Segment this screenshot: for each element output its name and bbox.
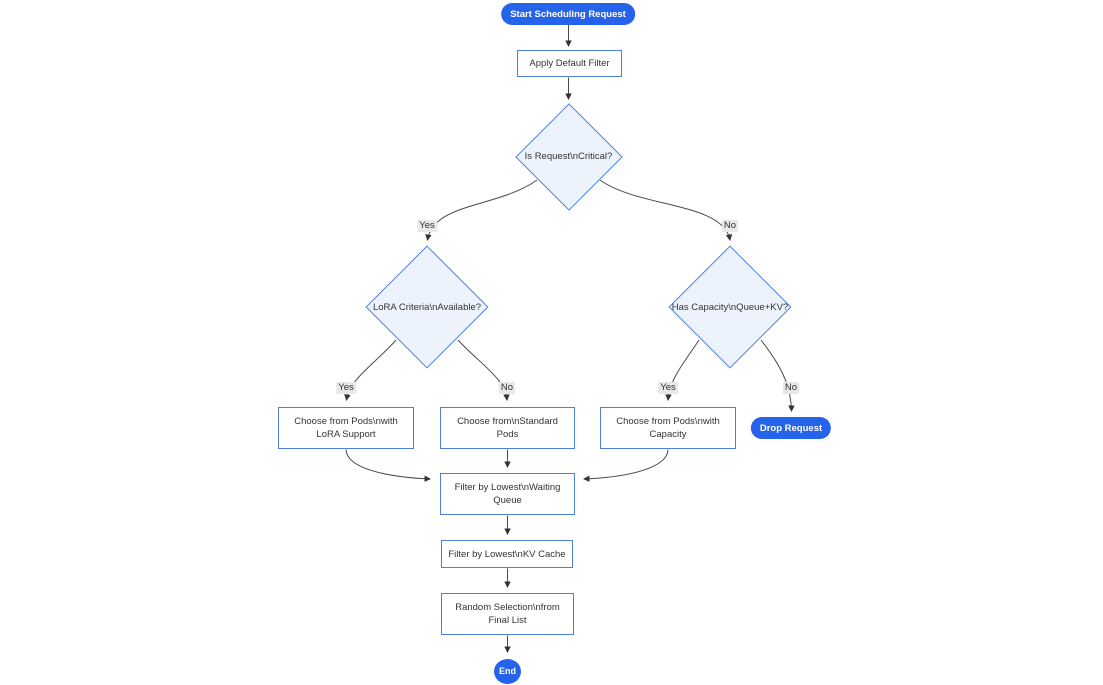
node-choose-capacity-pods: Choose from Pods\nwith Capacity (600, 407, 736, 449)
edge-capacity-yes (665, 339, 700, 401)
node-is-request-critical-label: Is Request\nCritical? (524, 151, 613, 162)
edge-capacitypods-to-waiting (583, 449, 669, 483)
node-start: Start Scheduling Request (501, 3, 635, 25)
node-lora-criteria-available: LoRA Criteria\nAvailable? (365, 245, 489, 369)
node-is-request-critical: Is Request\nCritical? (514, 102, 623, 211)
edge-label-critical-yes: Yes (417, 220, 437, 232)
edge-label-capacity-no: No (782, 382, 800, 394)
node-end: End (494, 659, 521, 684)
node-apply-default-filter: Apply Default Filter (517, 50, 622, 77)
node-has-capacity-queue-kv-label: Has Capacity\nQueue+KV? (671, 301, 789, 313)
edge-label-lora-yes: Yes (336, 382, 356, 394)
edge-label-critical-no: No (721, 220, 739, 232)
node-drop-request: Drop Request (750, 417, 832, 439)
edge-capacity-no (760, 339, 795, 412)
node-filter-waiting-queue: Filter by Lowest\nWaiting Queue (440, 473, 575, 515)
node-random-selection: Random Selection\nfrom Final List (441, 593, 574, 635)
edge-label-lora-no: No (498, 382, 516, 394)
edge-lorapods-to-waiting (345, 449, 431, 483)
edge-label-capacity-yes: Yes (658, 382, 678, 394)
node-choose-standard-pods: Choose from\nStandard Pods (440, 407, 575, 449)
node-choose-lora-pods: Choose from Pods\nwith LoRA Support (278, 407, 414, 449)
node-lora-criteria-available-label: LoRA Criteria\nAvailable? (372, 301, 482, 313)
node-has-capacity-queue-kv: Has Capacity\nQueue+KV? (668, 245, 792, 369)
node-filter-kv-cache: Filter by Lowest\nKV Cache (441, 540, 573, 568)
